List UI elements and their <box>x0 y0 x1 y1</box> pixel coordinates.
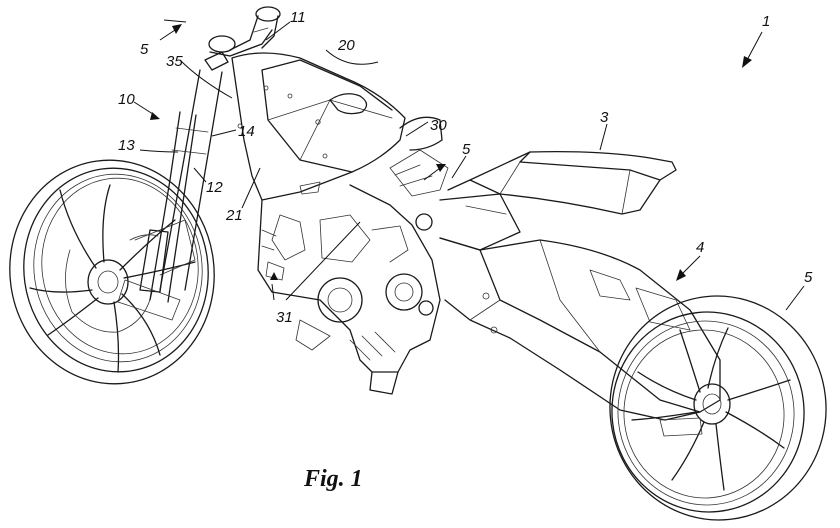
reference-leaders <box>133 19 805 311</box>
engine <box>257 149 449 395</box>
label-10: 10 <box>118 91 135 108</box>
label-3: 3 <box>600 109 609 126</box>
label-12: 12 <box>206 179 223 196</box>
reference-numerals: 1 3 4 5 5 5 10 11 12 13 14 20 21 30 31 3… <box>118 9 813 326</box>
label-5-section: 5 <box>140 41 149 58</box>
swingarm <box>439 237 721 421</box>
figure-caption: Fig. 1 <box>303 466 363 492</box>
rear-wheel <box>609 295 827 521</box>
label-30: 30 <box>430 117 447 134</box>
label-14: 14 <box>238 123 255 140</box>
label-11: 11 <box>290 9 306 26</box>
label-21: 21 <box>225 207 243 224</box>
front-wheel <box>9 159 215 385</box>
label-20: 20 <box>337 37 355 54</box>
front-fork <box>117 51 229 321</box>
label-1: 1 <box>762 13 770 30</box>
label-5-rear-wheel: 5 <box>804 269 813 286</box>
steering-head <box>208 6 281 57</box>
frame-cover <box>231 52 443 201</box>
label-35: 35 <box>166 53 183 70</box>
tail-section <box>439 150 677 251</box>
label-5-mid: 5 <box>462 141 471 158</box>
label-13: 13 <box>118 137 135 154</box>
label-31: 31 <box>276 309 293 326</box>
label-4: 4 <box>696 239 704 256</box>
